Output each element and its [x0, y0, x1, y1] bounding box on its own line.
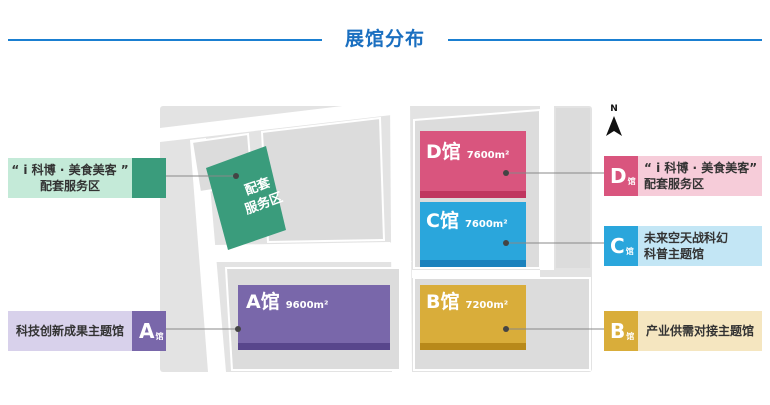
- left-service-bg: [8, 158, 132, 198]
- right-d-tag-label: D馆: [610, 166, 636, 186]
- dot-d: [503, 170, 509, 176]
- connector-dots: [233, 170, 509, 332]
- left-a-tag: [132, 311, 166, 351]
- right-c-tag-letter: C: [610, 234, 625, 258]
- road-right: [540, 106, 554, 270]
- road-top: [160, 100, 392, 142]
- hall-d-stripe: [420, 191, 526, 198]
- hall-a-stripe: [238, 343, 390, 350]
- hall-d-area: 7600m²: [466, 150, 510, 161]
- hall-a-label: A馆 9600m²: [246, 293, 328, 312]
- hall-d-block: [420, 131, 526, 191]
- block-far-right: [556, 108, 590, 268]
- right-c-callout: 未来空天战科幻 科普主题馆: [638, 226, 762, 266]
- left-a-bg: [8, 311, 132, 351]
- compass: N: [603, 104, 625, 114]
- left-a-tag-label: A馆: [139, 321, 163, 341]
- right-c-line1: 未来空天战科幻: [644, 231, 729, 245]
- road-gap-cd: [412, 270, 540, 278]
- right-d-tag-letter: D: [610, 164, 627, 188]
- right-b-tag-label: B馆: [610, 321, 634, 341]
- hall-b-stripe: [420, 343, 526, 350]
- right-d-line2: 配套服务区: [644, 177, 705, 191]
- compass-arrow-icon: [606, 116, 622, 136]
- right-b-callout: 产业供需对接主题馆: [638, 311, 762, 351]
- right-d-callout: “ i 科博 · 美食美客” 配套服务区: [638, 156, 762, 196]
- right-b-bg: [638, 311, 762, 351]
- left-service-line2: 配套服务区: [39, 179, 100, 193]
- right-d-tag: [604, 156, 638, 196]
- compass-label: N: [610, 104, 618, 114]
- hall-b-label: B馆 7200m²: [426, 293, 508, 312]
- right-c-tag-sub: 馆: [625, 247, 634, 256]
- right-c-tag-label: C馆: [610, 236, 634, 256]
- left-service-line1: “ i 科博 · 美食美客 ”: [11, 163, 129, 177]
- header-line-left: [8, 39, 322, 41]
- dot-service: [233, 173, 239, 179]
- hall-b-name: B馆: [426, 291, 460, 313]
- hall-d-label: D馆 7600m²: [426, 143, 509, 162]
- left-service-callout: “ i 科博 · 美食美客 ” 配套服务区: [8, 158, 132, 198]
- right-b-tag-sub: 馆: [626, 332, 635, 341]
- hall-b-block: [420, 285, 526, 343]
- road-middle: [214, 242, 412, 262]
- hall-c-block: [420, 202, 526, 260]
- right-c-tag: [604, 226, 638, 266]
- hall-c-label: C馆 7600m²: [426, 212, 508, 231]
- hall-a-name: A馆: [246, 291, 280, 313]
- hall-b-area: 7200m²: [465, 300, 509, 311]
- right-d-line1: “ i 科博 · 美食美客”: [644, 161, 758, 175]
- left-a-tag-sub: 馆: [155, 332, 164, 341]
- right-c-line2: 科普主题馆: [644, 247, 705, 261]
- dot-b: [503, 326, 509, 332]
- right-c-bg: [638, 226, 762, 266]
- hall-c-stripe: [420, 260, 526, 267]
- dot-c: [503, 240, 509, 246]
- hall-c-area: 7600m²: [464, 219, 508, 230]
- header-line-right: [448, 39, 762, 41]
- page-title: 展馆分布: [344, 28, 425, 50]
- right-d-bg: [638, 156, 762, 196]
- road-vertical-left: [190, 138, 226, 372]
- dot-a: [235, 326, 241, 332]
- right-b-tag: [604, 311, 638, 351]
- right-b-tag-letter: B: [610, 319, 626, 343]
- left-a-callout: 科技创新成果主题馆: [8, 311, 132, 351]
- left-a-tag-letter: A: [139, 319, 155, 343]
- hall-a-area: 9600m²: [285, 300, 329, 311]
- hall-a-block: [238, 285, 390, 343]
- hall-c-name: C馆: [426, 210, 459, 232]
- left-service-tag: [132, 158, 166, 198]
- service-area-block: [206, 146, 286, 250]
- left-a-text: 科技创新成果主题馆: [15, 324, 124, 338]
- right-b-text: 产业供需对接主题馆: [645, 324, 754, 338]
- connector-lines: [166, 172, 604, 330]
- hall-d-name: D馆: [426, 141, 461, 163]
- right-d-tag-sub: 馆: [627, 177, 636, 186]
